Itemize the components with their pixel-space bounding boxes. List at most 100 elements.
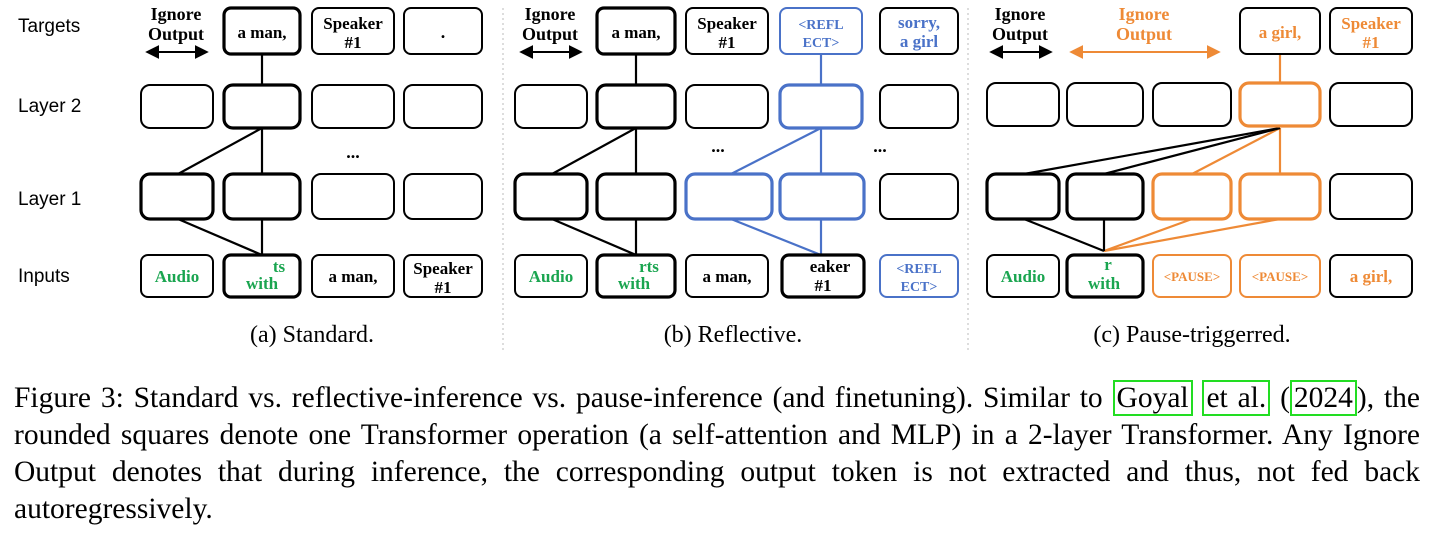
subcaption-pause: (c) Pause-triggerred. xyxy=(1093,322,1290,348)
input-box xyxy=(311,254,395,298)
citation-link[interactable]: Goyal xyxy=(1112,380,1193,416)
layer1-box xyxy=(1065,172,1145,221)
target-box xyxy=(1239,7,1321,55)
target-token: . xyxy=(441,22,446,42)
target-box xyxy=(1329,7,1413,55)
input-token: <REFL xyxy=(896,262,941,277)
input-token: r xyxy=(1104,255,1112,274)
ignore-output-label: Ignore xyxy=(151,4,202,24)
input-token: #1 xyxy=(815,276,832,295)
layer2-box xyxy=(1152,82,1232,127)
layer2-box xyxy=(140,84,214,129)
layer1-box xyxy=(1238,172,1322,221)
layer1-box xyxy=(1329,173,1413,220)
ignore-output-label: Ignore xyxy=(995,4,1046,24)
input-token: with xyxy=(618,274,651,293)
figure-caption: Figure 3: Standard vs. reflective-infere… xyxy=(14,380,1420,528)
layer2-box xyxy=(986,82,1060,127)
input-box xyxy=(140,254,214,298)
layer1-box xyxy=(139,172,215,221)
ignore-output-label: Output xyxy=(148,24,204,44)
input-token: a girl, xyxy=(1350,267,1393,286)
input-box xyxy=(403,254,483,298)
caption-lead: Figure 3: Standard vs. reflective-infere… xyxy=(14,382,1113,414)
input-token: eaker xyxy=(810,257,851,276)
input-box xyxy=(685,254,769,298)
input-box xyxy=(1065,253,1145,299)
ellipsis: ... xyxy=(711,136,725,156)
input-token: Audio xyxy=(529,267,573,286)
target-box xyxy=(685,7,769,55)
target-token: a man, xyxy=(611,23,660,42)
layer2-box xyxy=(514,84,588,129)
input-token: <PAUSE> xyxy=(1164,269,1220,284)
layer1-box xyxy=(595,172,677,221)
target-box xyxy=(222,6,302,56)
figure-diagram: Targets Layer 2 Layer 1 Inputs Ignore Ou… xyxy=(18,4,1413,350)
layer2-box xyxy=(685,84,769,129)
layer2-box xyxy=(403,84,483,129)
row-label-inputs: Inputs xyxy=(18,266,70,287)
input-token: <PAUSE> xyxy=(1252,269,1308,284)
layer2-box xyxy=(778,83,864,130)
layer2-box xyxy=(1066,82,1144,127)
citation-link[interactable]: et al. xyxy=(1202,380,1271,416)
input-token: rts xyxy=(639,257,659,276)
layer2-box xyxy=(879,84,959,129)
target-token: #1 xyxy=(345,33,362,52)
layer2-box xyxy=(311,84,395,129)
target-token: a man, xyxy=(237,23,286,42)
layer1-box xyxy=(985,172,1061,221)
target-token: a girl xyxy=(900,32,939,51)
target-token: Speaker xyxy=(323,14,383,33)
ignore-output-label: Ignore xyxy=(1119,4,1170,24)
target-box xyxy=(879,7,959,55)
row-label-targets: Targets xyxy=(18,16,80,37)
input-token: Audio xyxy=(155,267,199,286)
subcaption-reflective: (b) Reflective. xyxy=(664,322,803,348)
target-token: Speaker xyxy=(697,14,757,33)
layer1-box xyxy=(403,173,483,220)
input-token: Speaker xyxy=(413,259,473,278)
ellipsis: ... xyxy=(873,136,887,156)
input-token: ECT> xyxy=(901,280,938,295)
ignore-output-label: Output xyxy=(522,24,578,44)
ellipsis: ... xyxy=(346,142,360,162)
target-token: #1 xyxy=(1363,33,1380,52)
input-box xyxy=(1239,254,1321,298)
layer1-box xyxy=(222,172,302,221)
input-token: a man, xyxy=(702,267,751,286)
target-box xyxy=(403,7,483,55)
target-token: Speaker xyxy=(1341,14,1401,33)
input-token: ts xyxy=(273,257,286,276)
target-token: #1 xyxy=(719,33,736,52)
layer2-box xyxy=(1329,82,1413,127)
layer1-box xyxy=(311,173,395,220)
input-box xyxy=(514,254,588,298)
input-box xyxy=(986,254,1060,298)
layer2-box xyxy=(1238,81,1322,128)
citation-year-link[interactable]: 2024 xyxy=(1289,380,1357,416)
ignore-output-label: Ignore xyxy=(525,4,576,24)
layer1-box xyxy=(1151,172,1233,221)
input-token: #1 xyxy=(435,278,452,297)
layer2-box xyxy=(595,83,677,130)
layer1-box xyxy=(513,172,589,221)
input-token: with xyxy=(246,274,279,293)
target-token: <REFL xyxy=(798,18,843,33)
input-token: Audio xyxy=(1001,267,1045,286)
layer2-box xyxy=(222,83,302,130)
target-token: ECT> xyxy=(803,36,840,51)
input-token: with xyxy=(1088,274,1121,293)
caption-tail: ), the rounded squares denote one Transf… xyxy=(14,382,1420,525)
target-token: a girl, xyxy=(1259,23,1302,42)
ignore-output-label: Output xyxy=(992,24,1048,44)
input-box xyxy=(879,254,959,298)
layer1-box xyxy=(684,172,774,221)
target-box xyxy=(779,7,863,55)
input-token: a man, xyxy=(328,267,377,286)
panel-standard: Ignore Output a man, Speaker #1 . ... Au… xyxy=(139,4,483,348)
panel-reflective: Ignore Output a man, Speaker #1 <REFL EC… xyxy=(513,4,959,348)
row-label-layer1: Layer 1 xyxy=(18,189,81,210)
subcaption-standard: (a) Standard. xyxy=(250,322,374,348)
